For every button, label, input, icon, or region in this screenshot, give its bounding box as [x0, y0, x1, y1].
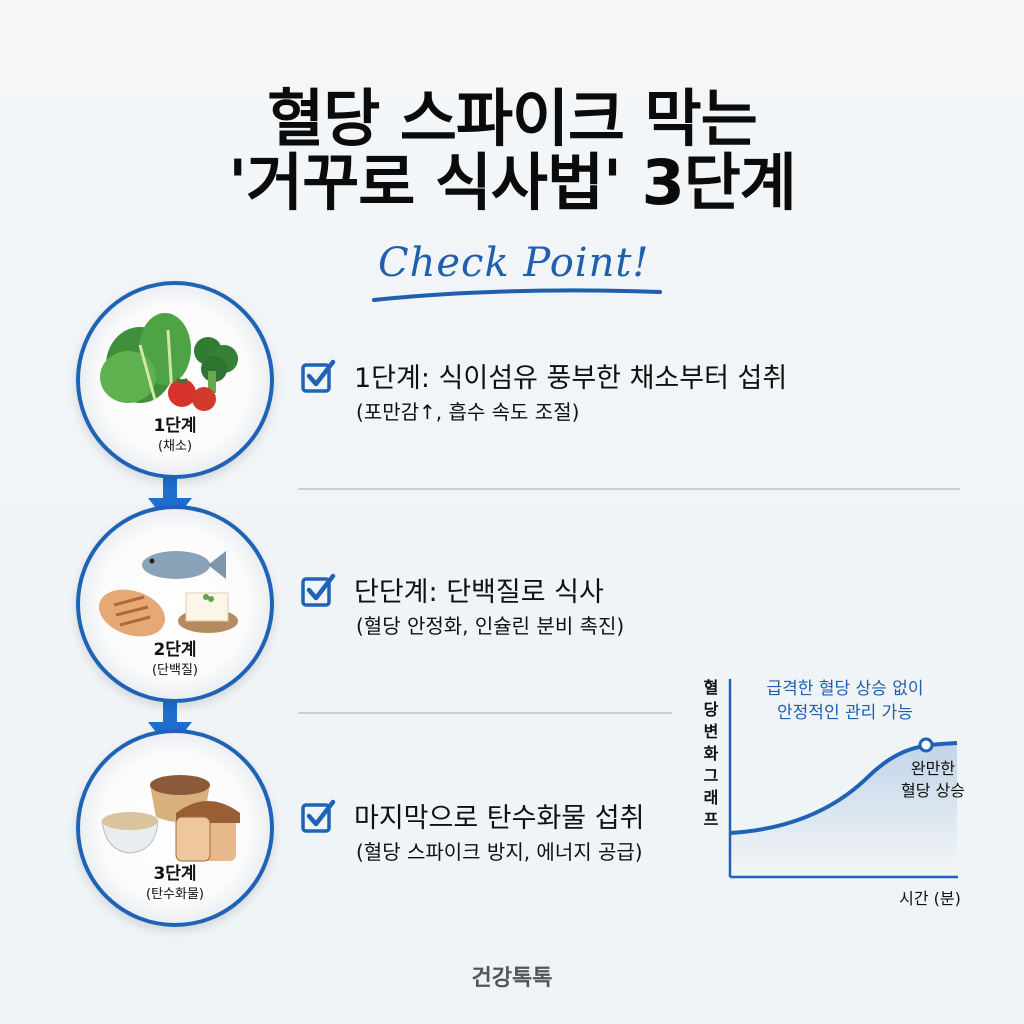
brush-underline-icon	[372, 288, 662, 302]
step-2-label: 2단계	[153, 640, 197, 660]
divider	[298, 488, 960, 490]
step-3-plate: 3단계 (탄수화물)	[76, 729, 274, 927]
checkbox-checked-icon	[301, 799, 336, 833]
chart-note: 급격한 혈당 상승 없이 안정적인 관리 가능	[730, 677, 960, 725]
chart-note-line-2: 안정적인 관리 가능	[777, 703, 913, 723]
step-1-plate: 1단계 (채소)	[76, 281, 274, 479]
page-title-line-2: '거꾸로 식사법' 3단계	[228, 146, 797, 219]
step-3-label: 3단계	[153, 864, 197, 884]
chart-note-line-1: 급격한 혈당 상승 없이	[766, 679, 924, 699]
step-2-plate: 2단계 (단백질)	[76, 505, 274, 703]
check-point-label: Check Point!	[378, 240, 650, 286]
brand-footer: 건강톡톡	[471, 966, 553, 991]
chart-annotation-line-1: 완만한	[910, 759, 956, 778]
chart-plot	[728, 679, 958, 879]
chart-y-label: 혈당 변화 그래프	[703, 678, 719, 829]
step-2-sublabel: (단백질)	[151, 663, 199, 678]
vegetables-icon	[100, 313, 238, 411]
step-1-sublabel: (채소)	[157, 439, 193, 454]
chart-annotation-line-2: 혈당 상승	[901, 781, 965, 800]
step-1-label: 1단계	[153, 416, 197, 436]
step-3-sublabel: (탄수화물)	[146, 887, 204, 902]
step-1-description: (포만감↑, 흡수 속도 조절)	[356, 400, 580, 424]
step-2-heading: 단단계: 단백질로 식사	[354, 577, 604, 608]
protein-icon	[98, 551, 238, 637]
chart-annotation: 완만한 혈당 상승	[888, 758, 978, 802]
blood-sugar-chart: 혈당 변화 그래프 급격한 혈당 상승 없이 안정적인 관리 가능 완만한 혈당…	[690, 665, 990, 925]
checkbox-checked-icon	[301, 359, 336, 393]
step-3-description: (혈당 스파이크 방지, 에너지 공급)	[356, 840, 643, 864]
divider	[298, 712, 672, 714]
step-3-heading: 마지막으로 탄수화물 섭취	[354, 803, 645, 834]
step-1-heading: 1단계: 식이섬유 풍부한 채소부터 섭취	[354, 363, 788, 394]
page-title-line-1: 혈당 스파이크 막는	[267, 82, 758, 155]
step-2-description: (혈당 안정화, 인슐린 분비 촉진)	[356, 614, 625, 638]
chart-x-label: 시간 (분)	[899, 889, 961, 908]
carbohydrates-icon	[101, 775, 240, 862]
checkbox-checked-icon	[301, 573, 336, 607]
